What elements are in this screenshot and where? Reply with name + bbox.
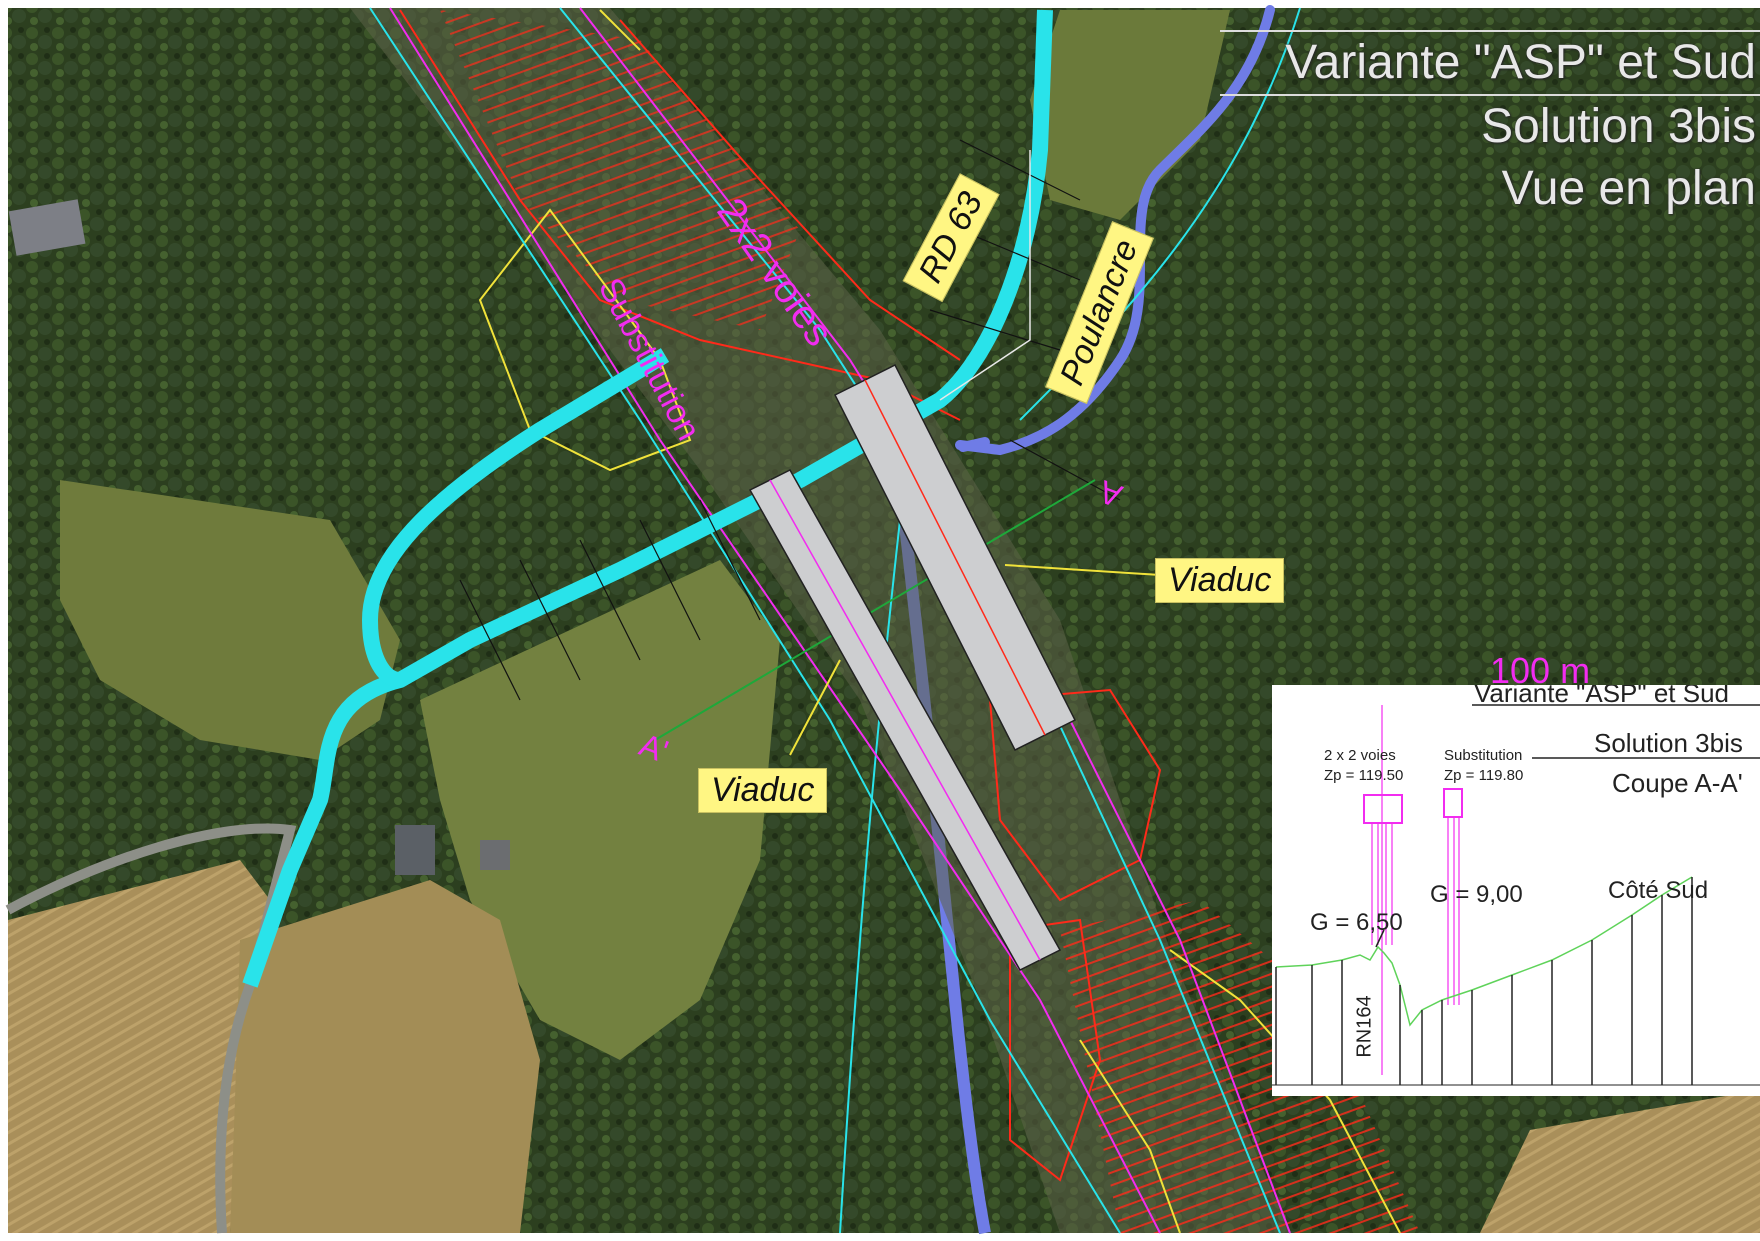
cross-section-lines — [459, 139, 1121, 701]
page-margin-top — [0, 0, 1760, 8]
yellow-boundary-bottom — [1079, 1039, 1181, 1234]
inset-title-3: Coupe A-A' — [1612, 768, 1743, 798]
alignment-substitution — [389, 7, 1161, 1234]
inset-left-zp: Zp = 119.50 — [1324, 767, 1404, 784]
field-left — [8, 860, 270, 1233]
section-line-aa — [654, 479, 1096, 741]
title-line-3: Vue en plan — [1501, 162, 1756, 215]
pointer-line — [939, 150, 1031, 401]
meadow-left — [60, 480, 400, 760]
inset-g-right: G = 9,00 — [1430, 881, 1523, 908]
country-road — [5, 823, 297, 1234]
viaduc-right-axis — [864, 379, 1046, 736]
cross-section-inset: Variante "ASP" et Sud Solution 3bis Coup… — [1272, 685, 1760, 1096]
cyan-edge-4 — [839, 519, 901, 1234]
cyan-edge-1 — [369, 7, 1121, 1234]
hatched-area-upper — [440, 10, 800, 330]
leader-viaduc-left — [789, 659, 841, 756]
label-viaduc-left: Viaduc — [698, 768, 828, 813]
cross-section-profile — [1272, 704, 1760, 1086]
page-margin-bottom — [0, 1233, 1760, 1241]
building-farm-1 — [395, 825, 435, 875]
field-center — [230, 880, 540, 1233]
road-access — [361, 348, 670, 688]
inset-title-1: Variante "ASP" et Sud — [1474, 685, 1730, 708]
label-scale: 100 m — [1490, 650, 1591, 691]
inset-left-label: 2 x 2 voies — [1324, 747, 1396, 764]
inset-road-label: RN164 — [1353, 995, 1376, 1058]
building-top-left — [8, 199, 86, 256]
page-margin-left — [0, 0, 8, 1241]
leader-viaduc-right — [1004, 564, 1161, 576]
inset-right-zp: Zp = 119.80 — [1444, 767, 1524, 784]
meadow-center — [420, 560, 780, 1060]
title-line-1: Variante "ASP" et Sud — [1220, 30, 1760, 94]
title-block: Variante "ASP" et Sud Solution 3bis Vue … — [1220, 30, 1760, 220]
meadow-top — [1030, 10, 1230, 220]
building-farm-2 — [480, 840, 510, 870]
inset-title-2: Solution 3bis — [1594, 728, 1743, 758]
yellow-boundary-top — [599, 9, 641, 51]
inset-g-left: G = 6,50 — [1310, 909, 1403, 936]
inset-side-label: Côté Sud — [1608, 877, 1709, 904]
viaduc-left-axis — [769, 479, 1041, 961]
road-rd63 — [242, 9, 1053, 988]
earthworks-corridor — [350, 8, 1290, 1233]
field-right — [1480, 1090, 1760, 1233]
label-viaduc-right: Viaduc — [1155, 558, 1285, 603]
embankment-outline-b — [619, 19, 961, 361]
title-line-2: Solution 3bis — [1220, 94, 1760, 158]
embankment-outline-d — [1009, 918, 1102, 1182]
river-stub — [958, 437, 990, 452]
inset-right-label: Substitution — [1444, 747, 1523, 764]
